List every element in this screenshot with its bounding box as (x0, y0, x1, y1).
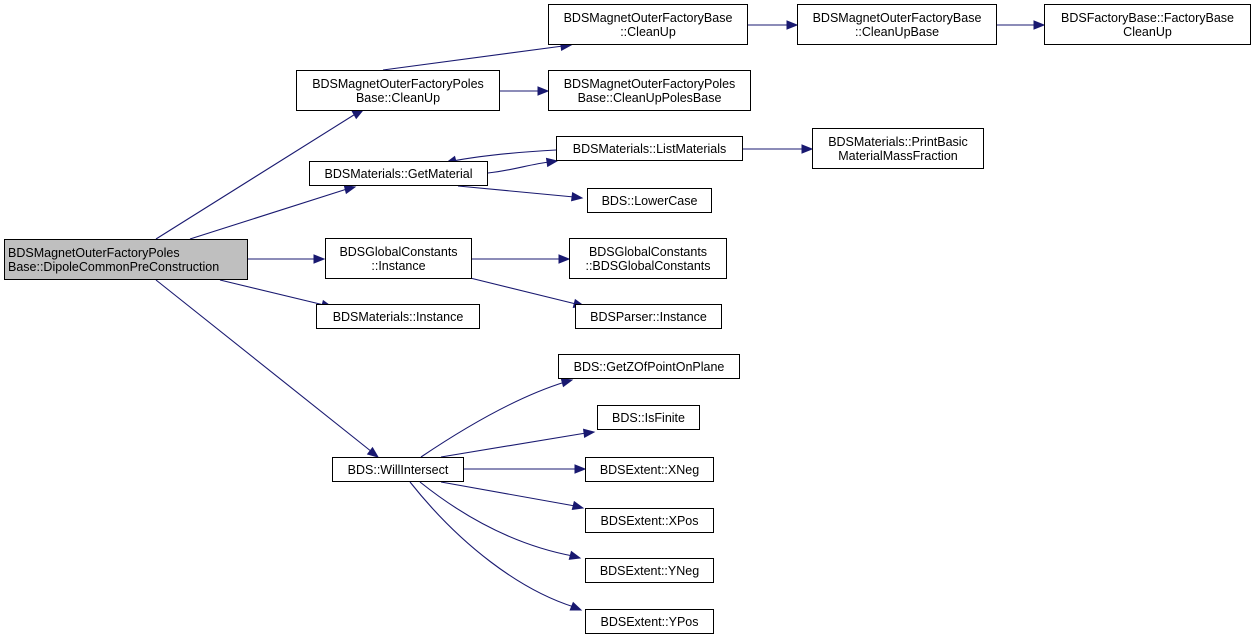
node-label-line: BDSFactoryBase::FactoryBase (1061, 10, 1234, 25)
node-label-line: BDSMaterials::PrintBasic (828, 134, 968, 149)
edge-gc-instance-to-gc-ctor (472, 254, 571, 264)
arrowhead (582, 428, 596, 439)
node-bds-isfinite[interactable]: BDS::IsFinite (597, 405, 700, 430)
node-bds-willintersect[interactable]: BDS::WillIntersect (332, 457, 464, 482)
edge-mat-listmaterials-to-mat-printbasic (743, 144, 814, 154)
node-label-line: BDSExtent::XPos (600, 513, 699, 528)
arrowhead (574, 464, 587, 474)
edge-mat-getmaterial-to-mat-listmaterials (487, 157, 559, 174)
arrowhead (571, 500, 585, 511)
node-label-line: ::BDSGlobalConstants (585, 258, 711, 273)
node-gc-ctor[interactable]: BDSGlobalConstants::BDSGlobalConstants (569, 238, 727, 279)
edge-bds-willintersect-to-bds-isfinite (440, 428, 596, 458)
node-label-line: BDSMagnetOuterFactoryBase (812, 10, 982, 25)
arrowhead (545, 157, 559, 168)
arrowhead (1033, 20, 1046, 30)
edge-mofp-cleanup-to-mofp-cleanuppolesbase (500, 86, 550, 96)
node-gc-instance[interactable]: BDSGlobalConstants::Instance (325, 238, 472, 279)
arrowhead (801, 144, 814, 154)
arrowhead (786, 20, 799, 30)
arrowhead (560, 378, 574, 388)
node-mat-instance[interactable]: BDSMaterials::Instance (316, 304, 480, 329)
arrowhead (537, 86, 550, 96)
edge-root-to-bds-willintersect (155, 279, 380, 458)
node-mat-listmaterials[interactable]: BDSMaterials::ListMaterials (556, 136, 743, 161)
node-label-line: BDSMaterials::GetMaterial (324, 166, 473, 181)
node-bds-lowercase[interactable]: BDS::LowerCase (587, 188, 712, 213)
node-label-line: MaterialMassFraction (838, 148, 958, 163)
node-label-line: BDSExtent::XNeg (599, 462, 700, 477)
node-label-line: ::CleanUp (620, 24, 676, 39)
arrowhead (568, 550, 582, 560)
node-label-line: CleanUp (1123, 24, 1172, 39)
edge-mofb-cleanup-to-mofb-cleanupbase (748, 20, 799, 30)
arrowhead (343, 184, 357, 195)
node-mofb-cleanupbase[interactable]: BDSMagnetOuterFactoryBase::CleanUpBase (797, 4, 997, 45)
node-parser-instance[interactable]: BDSParser::Instance (575, 304, 722, 329)
node-label-line: BDS::IsFinite (612, 410, 685, 425)
node-label-line: BDSMaterials::Instance (332, 309, 464, 324)
edge-root-to-mat-getmaterial (189, 184, 357, 240)
node-label-line: BDSExtent::YPos (600, 614, 699, 629)
node-label-line: BDS::GetZOfPointOnPlane (573, 359, 725, 374)
node-label-line: BDSMagnetOuterFactoryBase (563, 10, 733, 25)
edge-bds-willintersect-to-ext-yneg (419, 481, 582, 560)
edge-bds-willintersect-to-bds-getz (420, 378, 574, 458)
edge-mofp-cleanup-to-mofb-cleanup (382, 41, 573, 71)
node-ext-xpos[interactable]: BDSExtent::XPos (585, 508, 714, 533)
node-label-line: BDSMagnetOuterFactoryPoles (563, 76, 736, 91)
edge-root-to-gc-instance (248, 254, 326, 264)
edge-bds-willintersect-to-ext-xpos (440, 481, 585, 511)
node-label-line: ::CleanUpBase (854, 24, 940, 39)
arrowhead (366, 446, 380, 458)
arrowhead (351, 109, 365, 120)
arrowhead (558, 254, 571, 264)
node-label-line: BDSMaterials::ListMaterials (572, 141, 727, 156)
node-mofb-cleanup[interactable]: BDSMagnetOuterFactoryBase::CleanUp (548, 4, 748, 45)
node-label-line: BDSExtent::YNeg (599, 563, 700, 578)
node-label-line: BDS::WillIntersect (347, 462, 449, 477)
node-label-line: BDSMagnetOuterFactoryPoles (312, 76, 484, 91)
node-label-line: Base::CleanUp (355, 90, 441, 105)
arrowhead (313, 254, 326, 264)
node-ext-yneg[interactable]: BDSExtent::YNeg (585, 558, 714, 583)
edge-mofb-cleanupbase-to-fb-cleanup (997, 20, 1046, 30)
node-label-line: BDSGlobalConstants (339, 244, 458, 259)
arrowhead (569, 601, 583, 611)
edge-bds-willintersect-to-ext-xneg (464, 464, 587, 474)
edge-mat-getmaterial-to-bds-lowercase (457, 185, 584, 202)
node-label-line: BDS::LowerCase (601, 193, 698, 208)
node-label-line: ::Instance (371, 258, 426, 273)
edge-gc-instance-to-parser-instance (457, 274, 586, 309)
node-label-line: BDSMagnetOuterFactoryPoles (8, 245, 180, 260)
node-label-line: BDSParser::Instance (590, 309, 707, 324)
node-bds-getz[interactable]: BDS::GetZOfPointOnPlane (558, 354, 740, 379)
node-label-line: Base::DipoleCommonPreConstruction (8, 259, 220, 274)
node-ext-xneg[interactable]: BDSExtent::XNeg (585, 457, 714, 482)
node-label-line: Base::CleanUpPolesBase (577, 90, 722, 105)
edge-bds-willintersect-to-ext-ypos (409, 481, 583, 611)
arrowhead (570, 191, 584, 202)
node-ext-ypos[interactable]: BDSExtent::YPos (585, 609, 714, 634)
node-label-line: BDSGlobalConstants (588, 244, 708, 259)
node-mat-getmaterial[interactable]: BDSMaterials::GetMaterial (309, 161, 488, 186)
